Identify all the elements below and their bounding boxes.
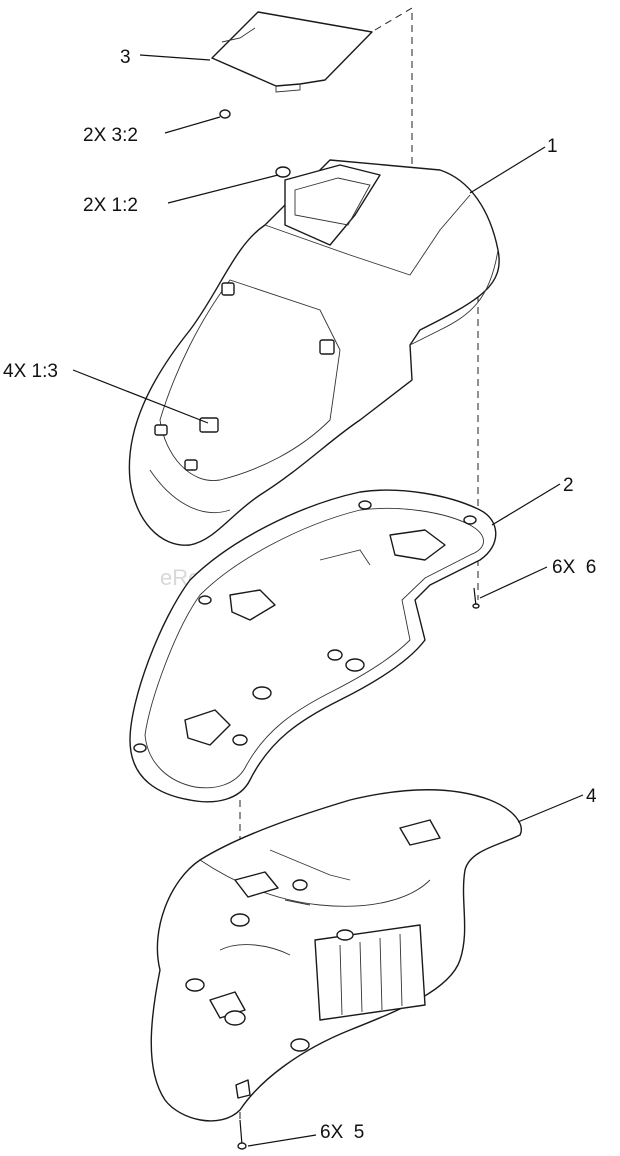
- callout-2x-3-2: 2X 3:2: [83, 125, 138, 146]
- leader-3: [139, 54, 211, 61]
- leader-6x6: [479, 566, 548, 599]
- leader-4x13: [72, 369, 209, 424]
- leader-2x32: [164, 116, 221, 134]
- callout-part-3: 3: [120, 47, 131, 68]
- alignment-line-cover: [374, 7, 413, 205]
- leader-1: [469, 146, 546, 194]
- leader-2: [491, 483, 561, 526]
- cap-1-2: [275, 166, 291, 178]
- part-1-console-housing: [128, 159, 500, 546]
- callout-part-1: 1: [547, 136, 558, 157]
- callout-6x-6: 6X 6: [552, 557, 596, 578]
- callout-part-2: 2: [563, 475, 574, 496]
- callout-2x-1-2: 2X 1:2: [83, 195, 138, 216]
- callout-4x-1-3: 4X 1:3: [3, 361, 58, 382]
- leader-6x5: [247, 1134, 317, 1147]
- screw-6: [472, 587, 480, 609]
- part-2-lower-tray: [129, 489, 497, 803]
- leader-4: [517, 794, 584, 823]
- leader-2x12: [167, 174, 279, 204]
- callout-6x-5: 6X 5: [320, 1122, 364, 1143]
- screw-3-2: [219, 109, 231, 119]
- part-3-cover-plate: [211, 11, 373, 93]
- callout-part-4: 4: [586, 786, 597, 807]
- screw-5: [237, 1119, 247, 1150]
- part-4-bottom-shell: [150, 789, 522, 1122]
